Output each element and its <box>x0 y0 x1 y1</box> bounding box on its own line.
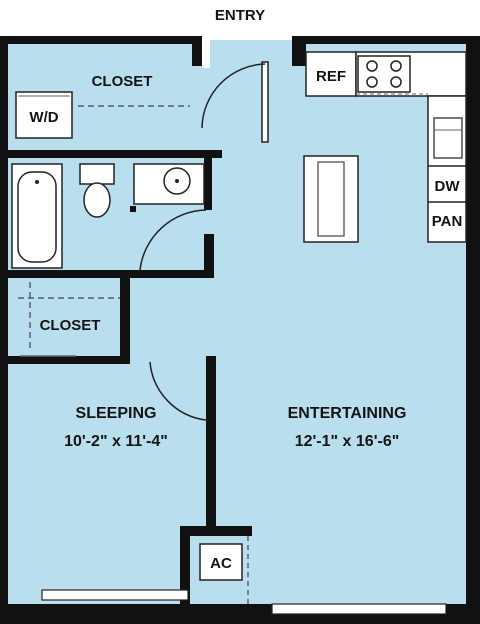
bathroom-door <box>130 206 207 271</box>
wd-label: W/D <box>29 109 58 126</box>
windows <box>41 589 447 615</box>
closet-side-label: CLOSET <box>40 317 101 334</box>
pan-label: PAN <box>432 213 463 230</box>
ac-unit <box>199 536 249 604</box>
entry-label: ENTRY <box>215 7 265 24</box>
sleeping-dimensions: 10'-2" x 11'-4" <box>64 433 168 450</box>
toilet <box>79 163 115 218</box>
stove <box>357 55 411 93</box>
vanity-sink <box>133 163 205 205</box>
ref-label: REF <box>316 68 346 85</box>
dw-label: DW <box>435 178 461 195</box>
entertaining-dimensions: 12'-1" x 16'-6" <box>295 433 400 450</box>
closet-top-label: CLOSET <box>92 73 153 90</box>
interior-walls <box>0 44 306 606</box>
floor-area <box>6 40 466 614</box>
bedroom-door <box>149 361 207 421</box>
kitchen-island <box>303 155 359 243</box>
entertaining-label: ENTERTAINING <box>288 405 407 422</box>
closet-rod <box>18 282 120 357</box>
entry-door <box>201 36 269 143</box>
washer-dryer <box>15 91 73 139</box>
ac-label: AC <box>210 555 232 572</box>
bathtub <box>11 163 63 269</box>
sleeping-label: SLEEPING <box>76 405 157 422</box>
